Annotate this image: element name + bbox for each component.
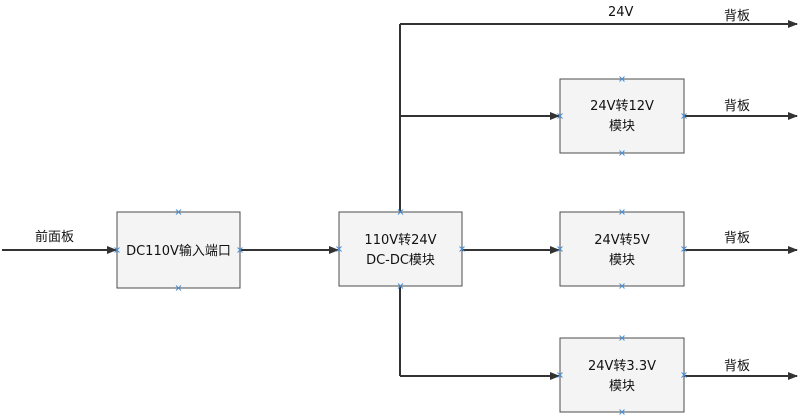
connection-point-marker (619, 335, 625, 341)
backplane-label-3v3: 背板 (724, 359, 750, 374)
connection-point-marker (175, 285, 182, 291)
v24-label: 24V (608, 5, 634, 20)
to3v3-box[interactable]: 24V转3.3V 模块 (559, 337, 685, 413)
connection-point-marker (397, 283, 404, 289)
to5v-label-line1: 24V转5V (594, 233, 650, 248)
connection-point-marker (557, 372, 563, 378)
to3v3-label-line1: 24V转3.3V (588, 359, 656, 374)
connection-point-marker (619, 76, 625, 82)
connection-point-marker (681, 113, 687, 119)
to5v-box[interactable]: 24V转5V 模块 (559, 211, 685, 287)
to12v-box[interactable]: 24V转12V 模块 (559, 78, 685, 154)
backplane-label-24v: 背板 (724, 9, 750, 24)
connection-point-marker (681, 246, 687, 252)
backplane-label-12v: 背板 (724, 99, 750, 114)
to3v3-label-line2: 模块 (609, 379, 635, 394)
backplane-label-5v: 背板 (724, 231, 750, 246)
connection-point-marker (237, 247, 243, 253)
connection-points (114, 76, 687, 415)
main-dcdc-box[interactable]: 110V转24V DC-DC模块 (338, 211, 463, 287)
main-dcdc-label-line1: 110V转24V (364, 233, 436, 248)
connection-point-marker (397, 209, 404, 215)
connection-point-marker (619, 283, 625, 289)
main-dcdc-label-line2: DC-DC模块 (366, 253, 435, 268)
connection-point-marker (557, 246, 563, 252)
connection-point-marker (175, 209, 182, 215)
to12v-label-line1: 24V转12V (590, 99, 654, 114)
connection-point-marker (114, 247, 120, 253)
connection-point-marker (681, 372, 687, 378)
input-port-box[interactable]: DC110V输入端口 (116, 211, 241, 289)
connection-point-marker (459, 246, 465, 252)
to5v-label-line2: 模块 (609, 253, 635, 268)
connectors (2, 20, 798, 380)
connection-point-marker (336, 246, 342, 252)
connection-point-marker (619, 209, 625, 215)
to12v-label-line2: 模块 (609, 119, 635, 134)
connection-point-marker (619, 409, 625, 415)
connection-point-marker (557, 113, 563, 119)
connection-point-marker (619, 150, 625, 156)
front-panel-label: 前面板 (35, 229, 74, 245)
input-port-label: DC110V输入端口 (126, 243, 231, 259)
